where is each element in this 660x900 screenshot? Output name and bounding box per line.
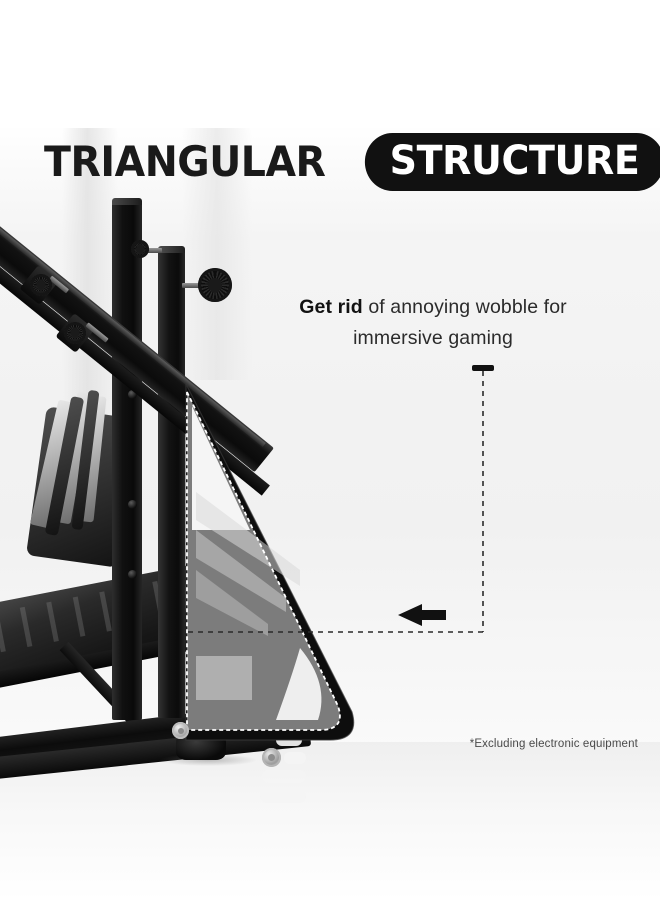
panel-pill-3 [262,770,306,783]
post-bolt-upper [128,390,137,399]
internal-bar-1 [196,492,300,586]
footnote: *Excluding electronic equipment [469,738,638,750]
background-streak-right [182,120,252,380]
clamp-knob-lower [64,322,86,344]
upright-post-rear-cap [158,246,185,253]
headline-word-triangular: TRIANGULAR [44,137,326,186]
post-bolt-mid [128,500,137,509]
body-copy: Get rid of annoying wobble for immersive… [268,292,598,354]
front-upright-shaft [140,248,162,253]
panel-pill-2 [284,752,306,764]
post-bolt-lower [128,570,137,579]
product-photo [0,100,420,803]
background-floor [0,742,660,900]
front-upright-knob [131,240,149,258]
upright-adjust-knob [198,268,232,302]
clamp-knob-upper [30,274,52,296]
internal-bar-2 [196,530,286,612]
upright-post-front [112,200,142,720]
triangular-brace-edge [185,383,355,741]
corner-bolt [172,722,189,739]
body-copy-line1: of annoying wobble for [362,296,567,318]
upright-post-front-cap [112,198,142,205]
triangular-highlight-overlay [185,383,355,741]
upright-post-rear [158,248,185,718]
panel-bolt [262,748,281,767]
upright-knob-shaft [182,283,206,288]
background-top-white [0,0,660,128]
headline: TRIANGULAR STRUCTURE [44,133,660,191]
highlight-dashed-outline [186,391,341,731]
panel-pill-4 [260,790,306,803]
highlight-wedge-bottom [276,648,322,720]
internal-block [196,656,252,700]
highlight-wedge-top [192,406,250,530]
headline-badge-structure: STRUCTURE [365,133,660,191]
body-copy-line2: immersive gaming [353,327,513,349]
body-copy-bold: Get rid [299,296,363,318]
internal-bar-3 [196,570,268,636]
